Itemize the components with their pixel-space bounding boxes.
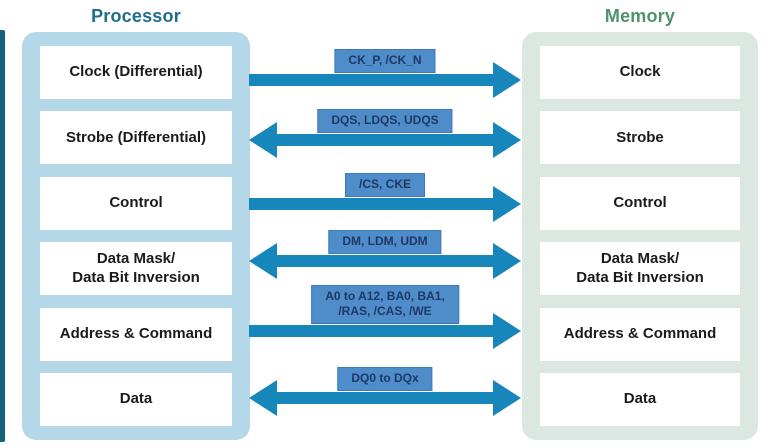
processor-box-clock: Clock (Differential)	[40, 46, 232, 99]
signal-row-data-mask: DM, LDM, UDM	[249, 230, 521, 281]
memory-box-control: Control	[540, 176, 740, 230]
arrow-right-icon	[249, 62, 521, 98]
processor-box-data-mask: Data Mask/ Data Bit Inversion	[40, 242, 232, 296]
signal-label-control: /CS, CKE	[344, 173, 426, 197]
memory-panel: Clock Strobe Control Data Mask/ Data Bit…	[522, 32, 758, 440]
signal-label-data-mask: DM, LDM, UDM	[328, 230, 442, 254]
arrow-both-icon	[249, 380, 521, 416]
processor-title: Processor	[91, 6, 181, 26]
processor-panel: Clock (Differential) Strobe (Differentia…	[22, 32, 250, 440]
memory-box-data-mask: Data Mask/ Data Bit Inversion	[540, 242, 740, 296]
processor-box-strobe: Strobe (Differential)	[40, 111, 232, 165]
signal-label-address-cmd: A0 to A12, BA0, BA1, /RAS, /CAS, /WE	[311, 284, 459, 324]
left-edge-strip	[0, 30, 5, 442]
arrow-both-icon	[249, 122, 521, 158]
memory-box-clock: Clock	[540, 46, 740, 99]
signal-label-data: DQ0 to DQx	[337, 367, 433, 391]
memory-title: Memory	[604, 6, 676, 26]
signal-row-address-cmd: A0 to A12, BA0, BA1, /RAS, /CAS, /WE	[249, 284, 521, 351]
signal-row-clock: CK_P, /CK_N	[249, 49, 521, 100]
processor-box-address-cmd: Address & Command	[40, 307, 232, 361]
memory-box-address-cmd: Address & Command	[540, 307, 740, 361]
arrow-both-icon	[249, 243, 521, 279]
signal-label-strobe: DQS, LDQS, UDQS	[317, 109, 453, 133]
processor-box-control: Control	[40, 176, 232, 230]
signal-label-clock: CK_P, /CK_N	[334, 49, 436, 73]
arrow-right-icon	[249, 186, 521, 222]
signal-row-strobe: DQS, LDQS, UDQS	[249, 109, 521, 160]
signal-row-data: DQ0 to DQx	[249, 367, 521, 418]
memory-box-data: Data	[540, 372, 740, 426]
processor-box-data: Data	[40, 372, 232, 426]
arrow-right-icon	[249, 313, 521, 349]
signal-row-control: /CS, CKE	[249, 173, 521, 224]
memory-box-strobe: Strobe	[540, 111, 740, 165]
